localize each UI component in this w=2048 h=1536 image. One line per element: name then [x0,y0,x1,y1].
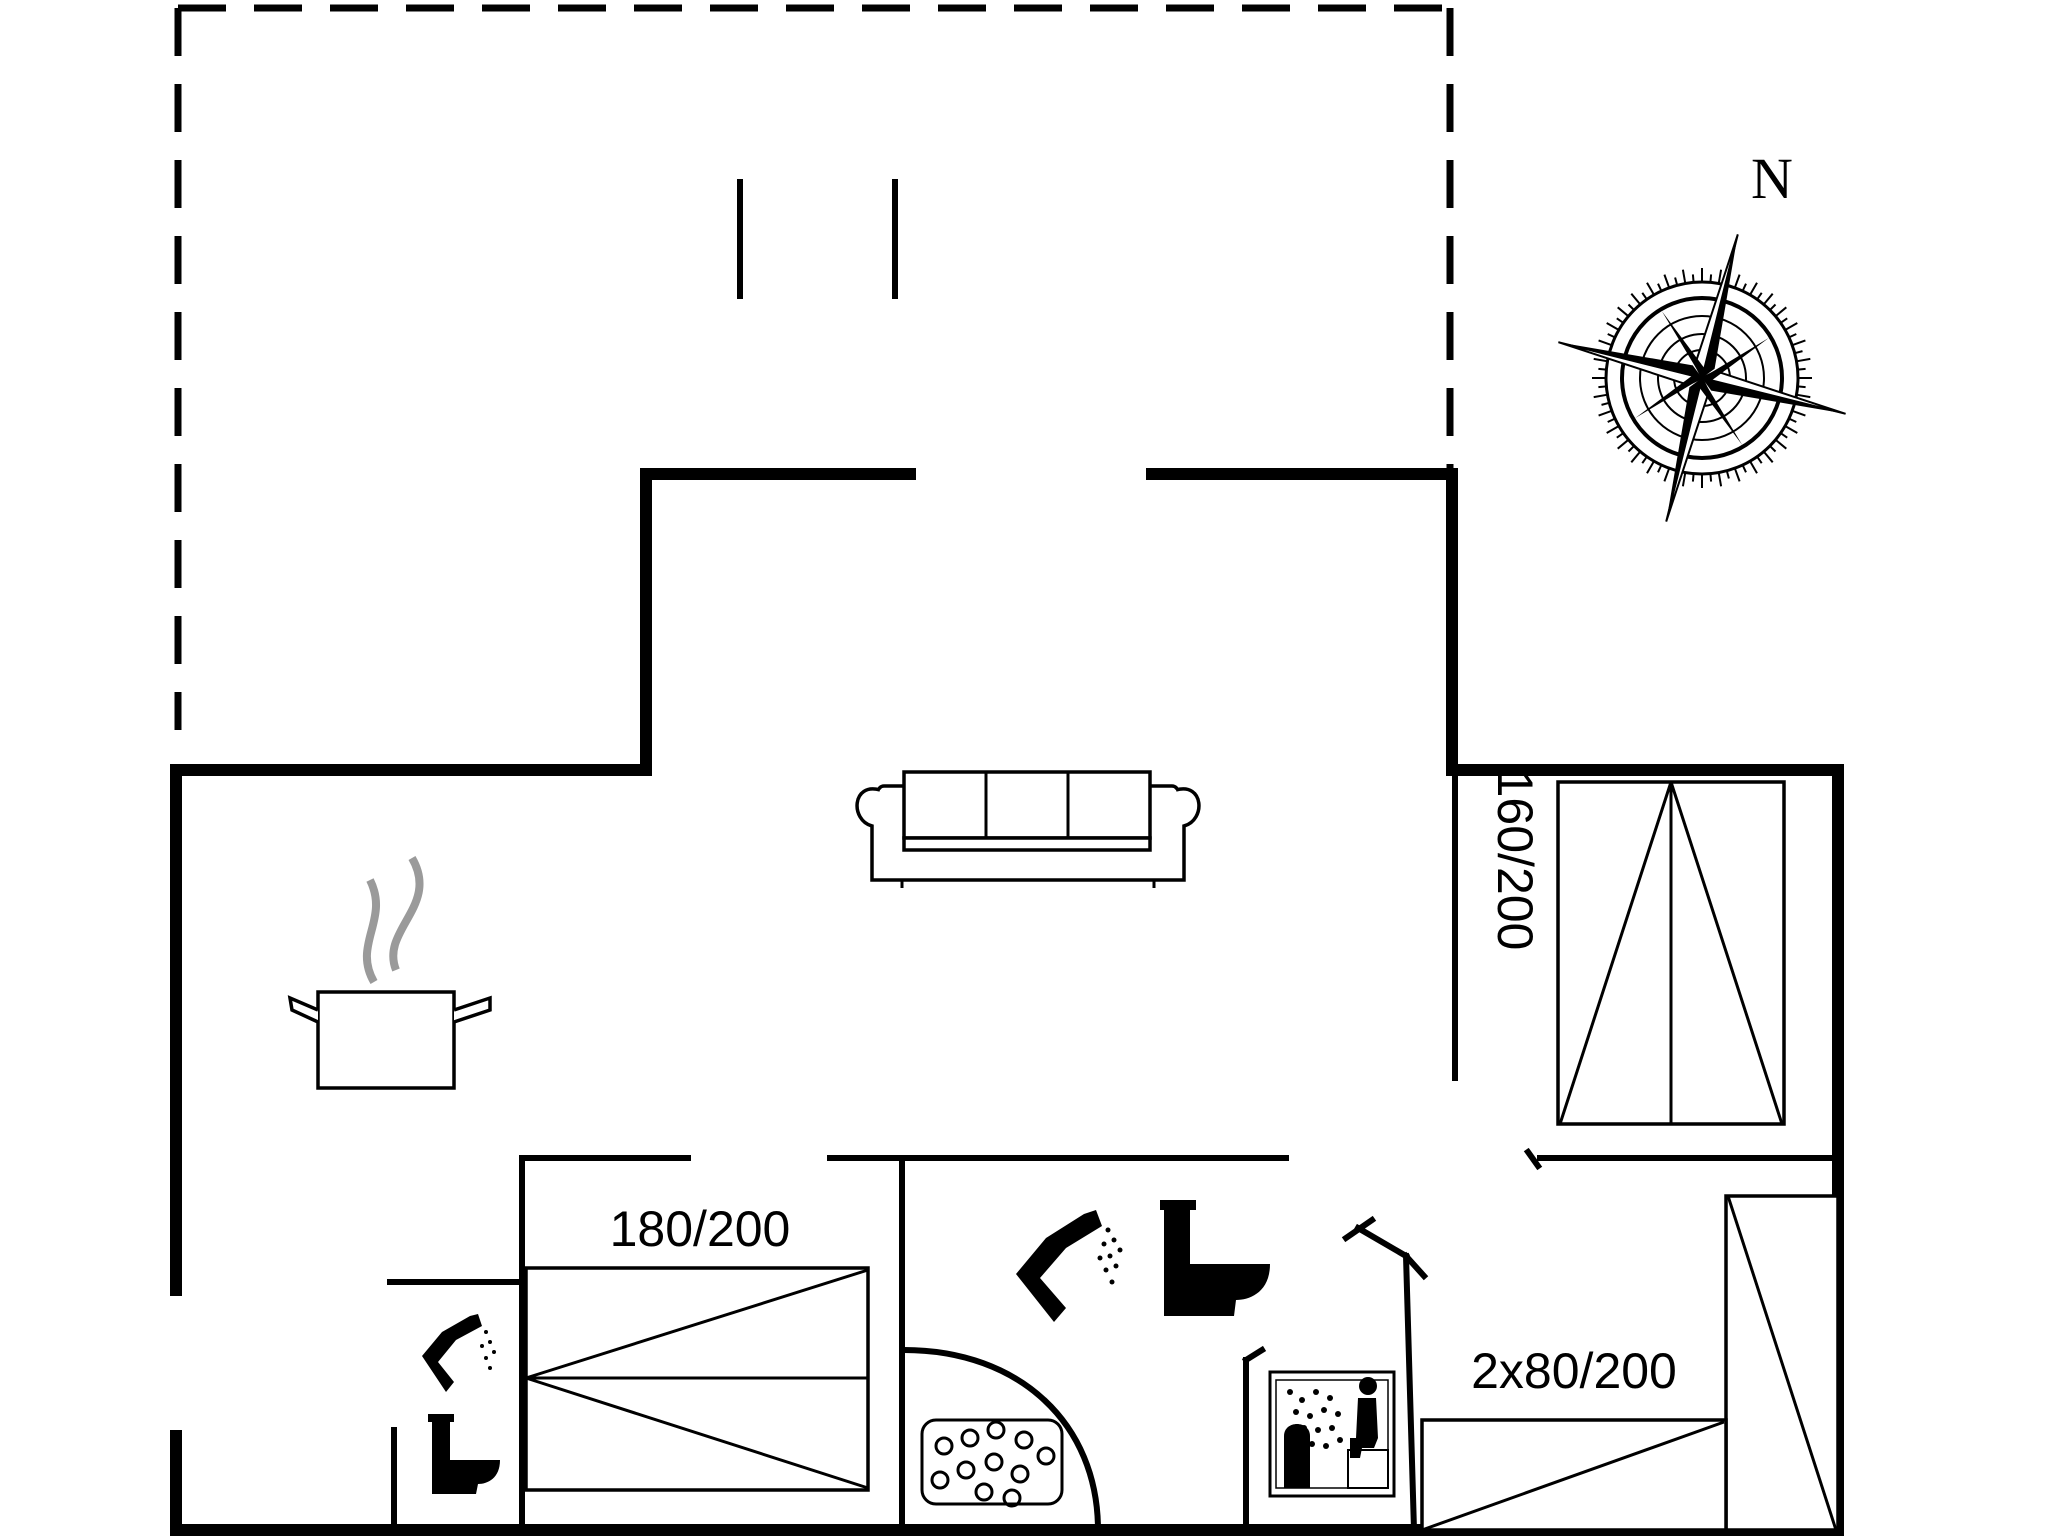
compass-tick [1784,322,1798,331]
compass-tick [1709,274,1713,283]
terrace-outline [174,4,1454,730]
compass-tick [1630,450,1642,463]
compass-tick [1717,269,1723,284]
compass-tick [1681,269,1687,284]
compass-tick [1657,464,1663,473]
compass-tick [1646,282,1655,296]
compass-tick [1762,450,1774,463]
compass-tick [1674,277,1679,286]
compass-tick [1616,317,1624,324]
north-label: N [1751,146,1793,211]
compass-tick [1598,339,1613,347]
compass-tick [1601,401,1610,406]
compass-tick [1749,282,1758,296]
compass-tick [1788,333,1797,339]
compass-tick [1769,303,1777,311]
compass-tick [1725,470,1730,479]
compass-tick [1741,464,1747,473]
bed-size-label-southeast: 2x80/200 [1471,1343,1677,1399]
compass-tick [1598,409,1613,417]
compass-tick [1607,333,1616,339]
compass-tick [1796,357,1811,363]
compass-tick [1774,438,1787,450]
compass-tick [1691,274,1695,283]
compass-tick [1756,292,1763,300]
compass-tick [1733,467,1741,482]
compass-tick [1617,438,1630,450]
compass-tick [1646,460,1655,474]
compass-tick [1769,445,1777,453]
twin-beds-icon [1420,1194,1840,1532]
compass-rose-icon [1558,234,1846,522]
compass-tick [1598,385,1607,389]
compass-tick [1762,293,1774,306]
hot-tub-icon [900,1346,1102,1534]
compass-tick [1627,445,1635,453]
compass-tick [1741,283,1747,292]
compass-tick [1788,417,1797,423]
cooking-pot-icon [287,855,492,1090]
double-bed-icon [524,1266,870,1492]
compass-tick [1756,456,1763,464]
compass-tick [1598,367,1607,371]
compass-tick [1616,432,1624,439]
compass-tick [1663,467,1671,482]
compass-tick [1657,283,1663,292]
compass-tick [1630,293,1642,306]
compass-tick [1691,473,1695,482]
compass-tick [1794,350,1803,355]
compass-tick [1607,417,1616,423]
compass-tick [1627,303,1635,311]
compass-tick [1749,460,1758,474]
shower-icon [422,1314,496,1392]
shower-icon [1016,1210,1123,1322]
toilet-icon [428,1414,500,1494]
compass-tick [1780,432,1788,439]
exterior-walls [170,468,1844,1536]
bed-size-label-south: 180/200 [610,1201,791,1257]
compass-tick [1606,425,1620,434]
compass-tick [1791,409,1806,417]
compass-tick [1791,339,1806,347]
compass-tick [1593,393,1608,399]
compass-tick [1681,472,1687,487]
sauna-icon [1268,1370,1396,1498]
compass-tick [1733,274,1741,289]
compass-tick [1796,393,1811,399]
compass-tick [1709,473,1713,482]
compass-tick [1717,472,1723,487]
toilet-icon [1160,1200,1270,1316]
compass-tick [1784,425,1798,434]
compass-tick [1641,292,1648,300]
compass-tick [1593,357,1608,363]
compass-tick [1780,317,1788,324]
compass-tick [1797,385,1806,389]
bed-size-label-east: 160/200 [1487,770,1543,951]
compass-tick [1774,306,1787,318]
compass-tick [1617,306,1630,318]
double-bed-icon [1556,780,1786,1126]
compass-tick [1797,367,1806,371]
compass-tick [1663,274,1671,289]
compass-tick [1606,322,1620,331]
compass-tick [1641,456,1648,464]
interior-walls [387,775,1835,1534]
sofa-icon [855,770,1201,888]
